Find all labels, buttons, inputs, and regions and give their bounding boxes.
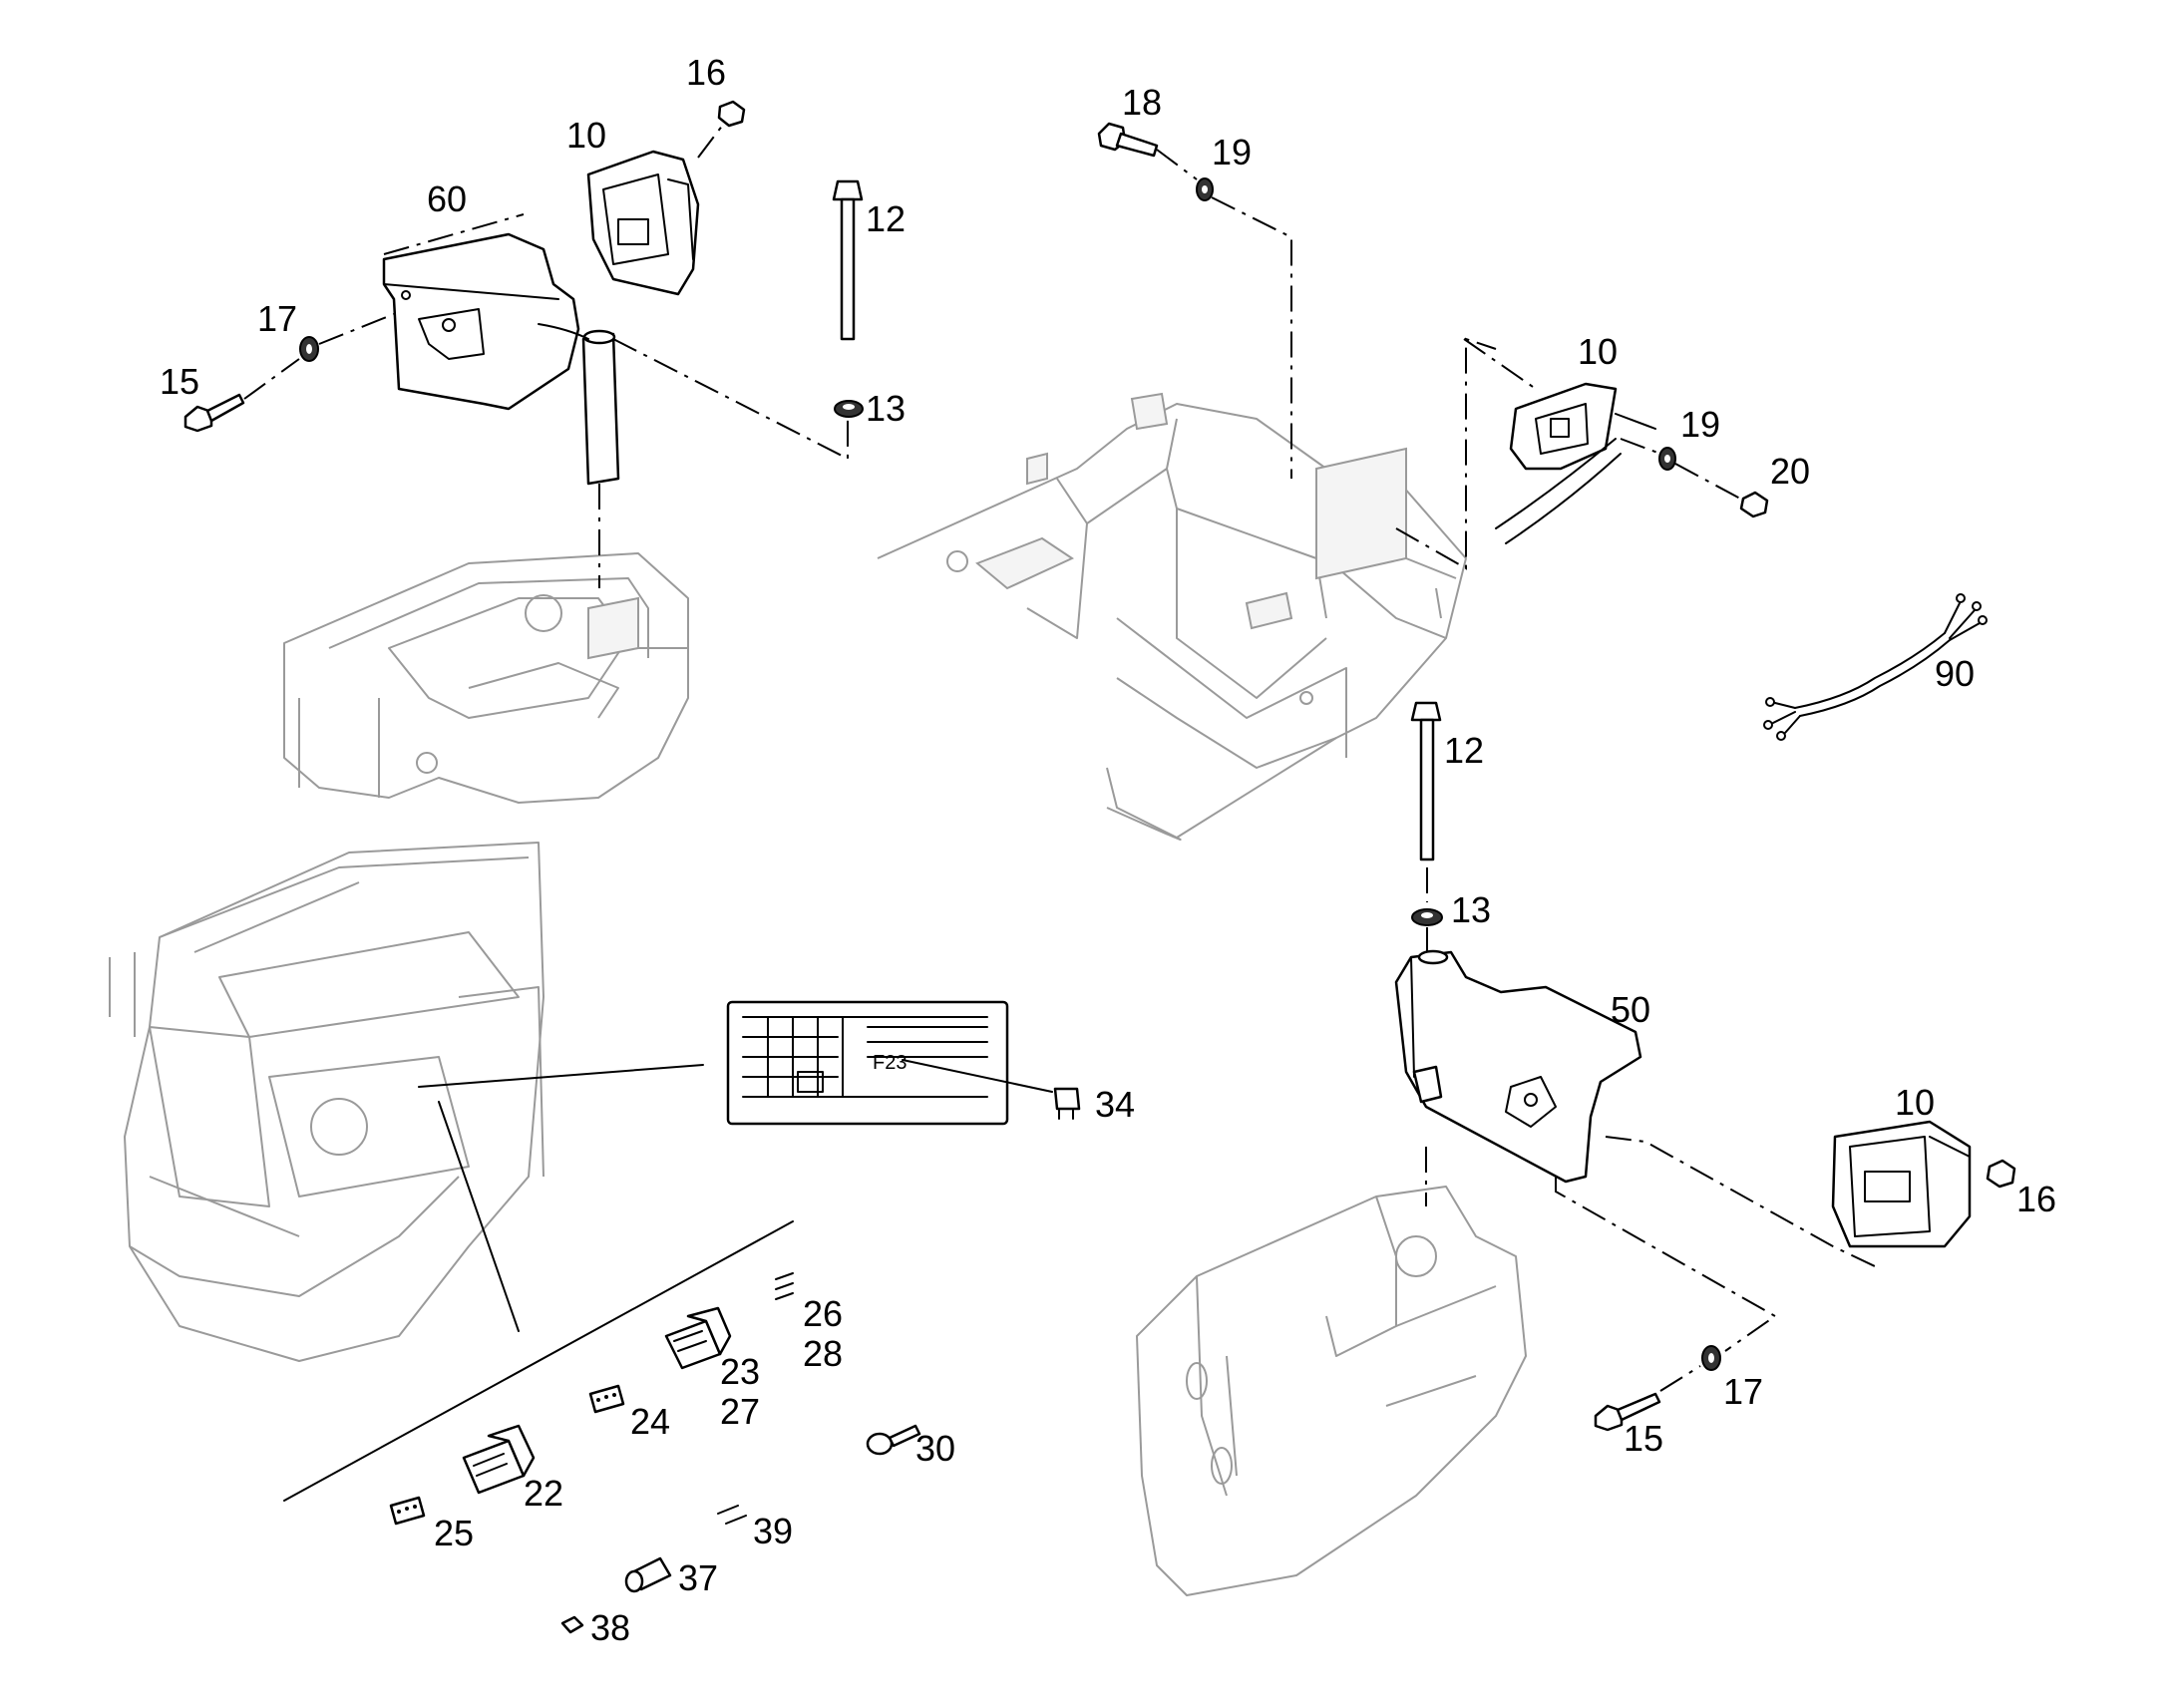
nut-16-top xyxy=(717,100,746,128)
callout-27: 27 xyxy=(720,1391,760,1432)
callout-12-right: 12 xyxy=(1444,730,1484,771)
callout-28: 28 xyxy=(803,1333,843,1374)
callout-17-top: 17 xyxy=(257,298,297,339)
callout-24: 24 xyxy=(630,1401,670,1442)
nut-20 xyxy=(1739,491,1769,518)
bracket-60 xyxy=(382,232,580,411)
fuse-label-f23: F23 xyxy=(873,1052,907,1074)
leader-lines-top-left xyxy=(243,124,849,588)
bolt-15-top xyxy=(183,393,245,433)
seal-25 xyxy=(389,1496,426,1526)
callout-16-top: 16 xyxy=(686,52,726,93)
leader-lines-chassis xyxy=(1156,149,1497,570)
callout-10-right: 10 xyxy=(1578,331,1618,372)
callout-10-top: 10 xyxy=(566,115,606,156)
callout-13-top: 13 xyxy=(866,388,906,429)
connector-23 xyxy=(664,1306,732,1370)
callout-38: 38 xyxy=(590,1607,630,1648)
bolt-18 xyxy=(1097,122,1159,158)
callout-34: 34 xyxy=(1095,1084,1135,1125)
wire-harness-90 xyxy=(1763,593,1988,741)
callout-13-right: 13 xyxy=(1451,889,1491,930)
callout-10-lower: 10 xyxy=(1895,1082,1935,1123)
callout-19-top: 19 xyxy=(1212,132,1252,172)
pins-39 xyxy=(717,1505,747,1525)
washer-19-top xyxy=(1196,177,1214,201)
callout-50: 50 xyxy=(1611,989,1650,1030)
callout-23: 23 xyxy=(720,1351,760,1392)
fuse-box: F23 xyxy=(726,1000,1009,1126)
callout-22: 22 xyxy=(524,1473,563,1514)
callout-12-top: 12 xyxy=(866,198,906,239)
callout-15-top: 15 xyxy=(160,361,199,402)
mount-post xyxy=(538,323,620,486)
lamp-10-lower xyxy=(1831,1120,1972,1248)
cab-outline xyxy=(109,842,545,1362)
counterweight-right-outline xyxy=(1136,1186,1527,1596)
callout-20: 20 xyxy=(1770,451,1810,492)
callout-labels: 16 10 60 12 17 15 13 18 19 10 19 20 90 1… xyxy=(160,52,2056,1648)
callout-25: 25 xyxy=(434,1513,474,1553)
washer-13-top xyxy=(834,400,864,418)
seal-24 xyxy=(588,1384,625,1414)
nut-16-right xyxy=(1986,1159,2016,1189)
washer-17-top xyxy=(299,336,319,362)
pins-26 xyxy=(775,1272,794,1300)
connector-22 xyxy=(462,1424,536,1495)
bolt-12-right xyxy=(1410,701,1442,861)
washer-17-right xyxy=(1701,1345,1721,1371)
leader-lines-cab xyxy=(283,1059,1053,1502)
washer-13-right xyxy=(1411,908,1443,926)
bracket-50 xyxy=(1394,949,1642,1184)
fuse-34 xyxy=(1053,1087,1081,1120)
callout-19-right: 19 xyxy=(1680,404,1720,445)
leader-lines-lamp-right xyxy=(1463,338,1741,500)
bolt-12-top xyxy=(832,179,864,341)
bolt-15-right xyxy=(1594,1392,1661,1432)
callout-39: 39 xyxy=(753,1511,793,1551)
callout-18: 18 xyxy=(1122,82,1162,123)
ring-terminal-30 xyxy=(866,1424,921,1456)
callout-30: 30 xyxy=(915,1428,955,1469)
callout-26: 26 xyxy=(803,1293,843,1334)
chassis-frame xyxy=(877,392,1467,841)
callout-16-right: 16 xyxy=(2016,1179,2056,1219)
lamp-10-right xyxy=(1495,382,1656,544)
connector-37 xyxy=(624,1556,672,1593)
counterweight-left-outline xyxy=(283,552,689,804)
washer-19-right xyxy=(1658,447,1676,471)
callout-37: 37 xyxy=(678,1557,718,1598)
callout-60: 60 xyxy=(427,178,467,219)
callout-90: 90 xyxy=(1935,653,1975,694)
plug-38 xyxy=(560,1615,584,1634)
lamp-10-top xyxy=(586,150,700,296)
leader-lines-lower-right xyxy=(1425,867,1876,1392)
callout-15-right: 15 xyxy=(1624,1418,1663,1459)
callout-17-right: 17 xyxy=(1723,1371,1763,1412)
